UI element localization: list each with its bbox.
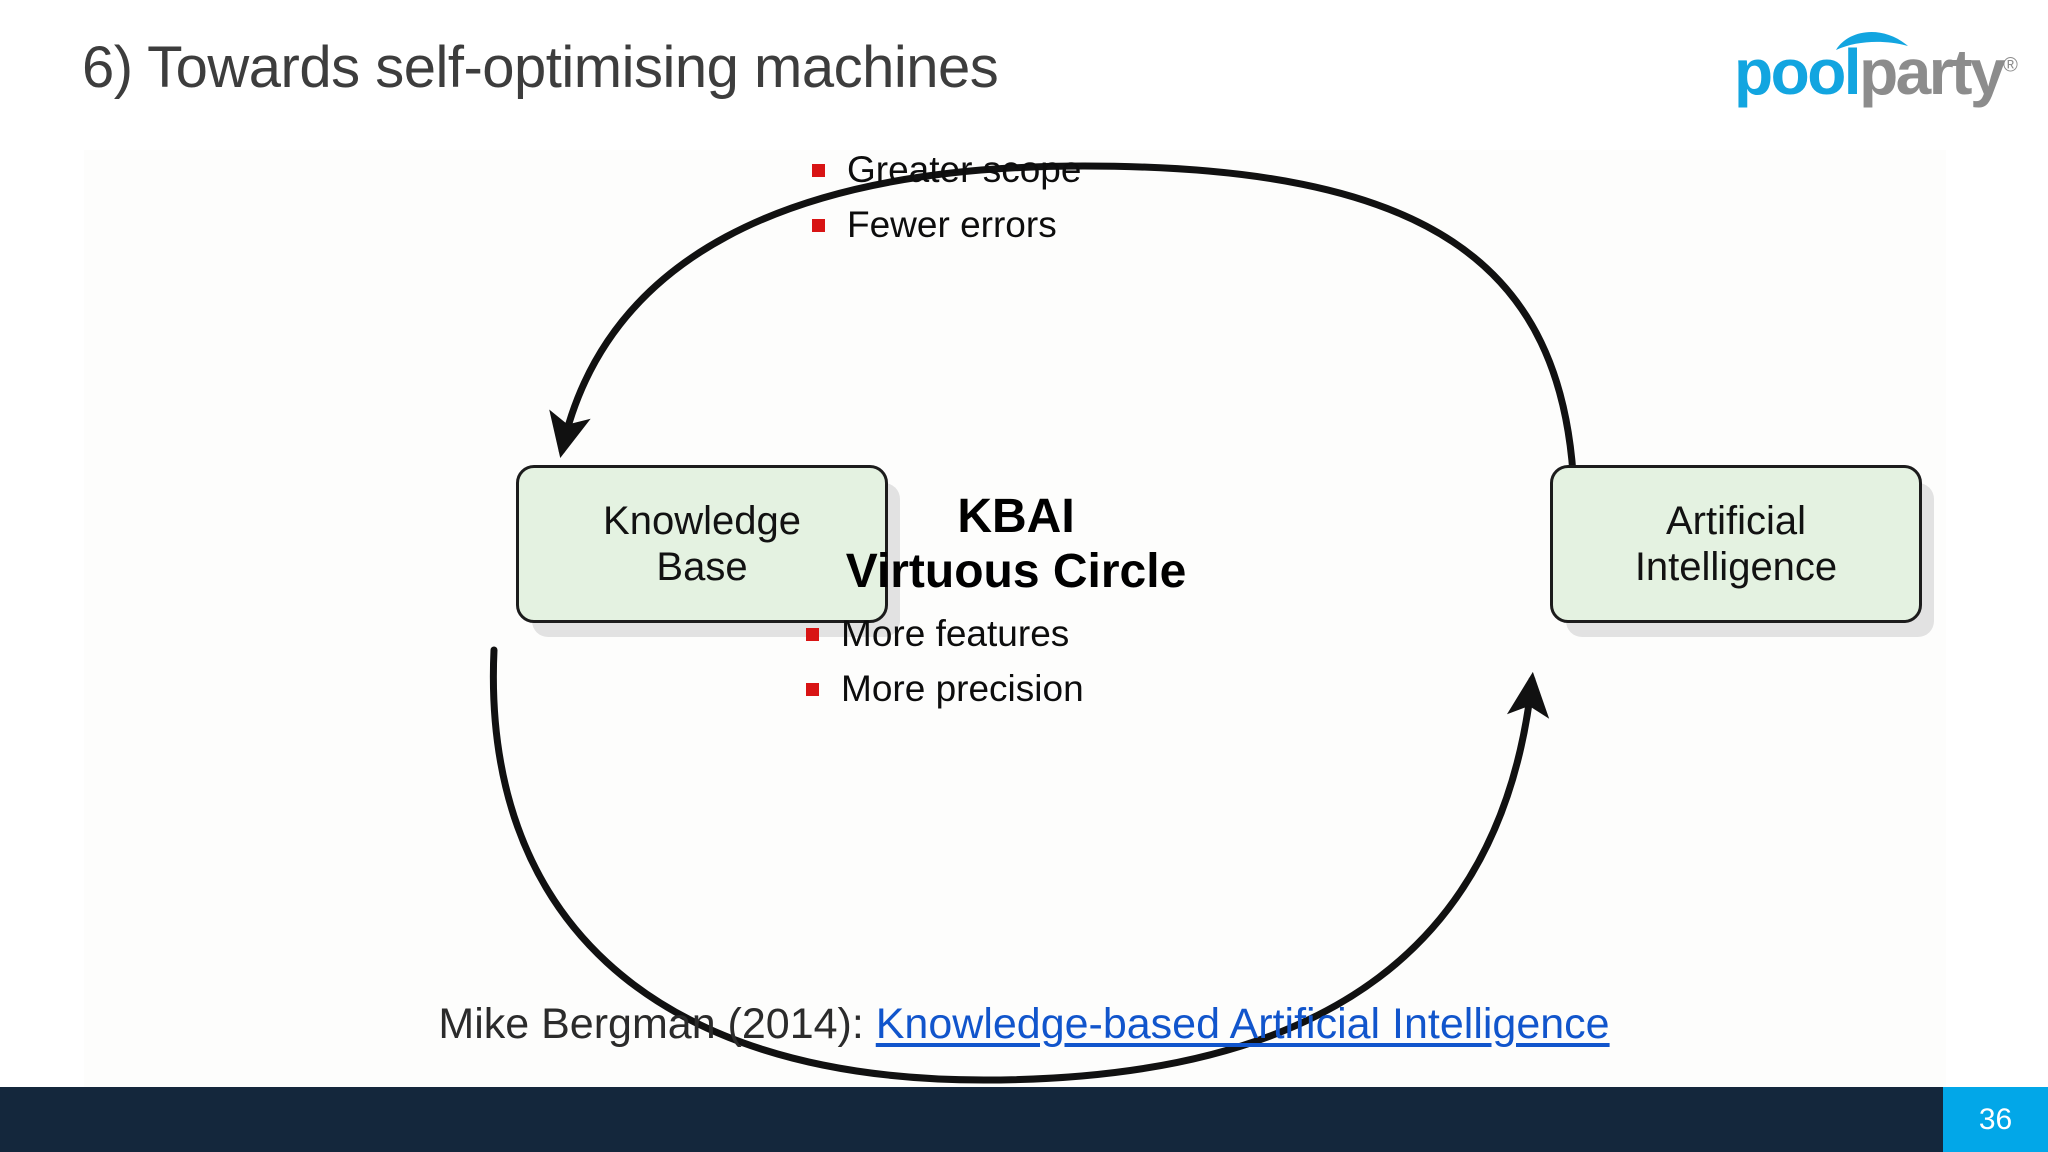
bullet-square-icon [812, 218, 825, 232]
bullet-square-icon [812, 163, 825, 177]
list-item: More features [806, 613, 1084, 655]
bullet-label: Greater scope [847, 149, 1082, 190]
registered-trademark-mark: ® [2003, 54, 2018, 77]
poolparty-logo: poolparty® [1734, 22, 2024, 112]
bullet-label: More precision [841, 667, 1084, 709]
bullet-label: Fewer errors [847, 203, 1057, 245]
box-label-line1: Knowledge [603, 499, 801, 543]
slide-number: 36 [1978, 1102, 2013, 1136]
page-title: 6) Towards self-optimising machines [82, 35, 999, 100]
bullet-square-icon [806, 627, 819, 641]
bullet-label: More features [841, 613, 1070, 654]
box-label-line2: Base [656, 545, 748, 589]
footer-bar [0, 1087, 2048, 1152]
kbai-virtuous-circle-figure: Knowledge Base Artificial Intelligence K… [84, 149, 1946, 1096]
logo-wordmark: poolparty® [1734, 40, 2018, 104]
source-prefix: Mike Bergman (2014): [438, 1000, 876, 1048]
list-item: Fewer errors [812, 203, 1081, 246]
box-label-line2: Intelligence [1634, 545, 1838, 589]
slide-number-badge: 36 [1943, 1087, 2048, 1152]
arrow-path-ai-to-kb [549, 162, 1578, 494]
bullet-group-bottom: More features More precision [806, 613, 1084, 723]
virtuous-circle-arrows [489, 162, 1578, 1084]
arrow-path-kb-to-ai [489, 646, 1550, 1084]
bullet-square-icon [806, 682, 819, 696]
list-item: Greater scope [812, 149, 1082, 191]
logo-word-party: party [1859, 36, 2006, 108]
source-attribution: Mike Bergman (2014): Knowledge-based Art… [0, 1000, 2048, 1049]
box-label-line1: Artificial [1665, 499, 1807, 543]
source-link[interactable]: Knowledge-based Artificial Intelligence [875, 1000, 1610, 1048]
list-item: More precision [806, 667, 1084, 710]
logo-word-pool: pool [1734, 36, 1862, 108]
process-box-knowledge-base[interactable]: Knowledge Base [516, 465, 888, 623]
bullet-group-top: Greater scope Fewer errors [812, 149, 1082, 259]
umbrella-icon [1836, 32, 1908, 50]
process-box-artificial-intelligence[interactable]: Artificial Intelligence [1550, 465, 1922, 623]
